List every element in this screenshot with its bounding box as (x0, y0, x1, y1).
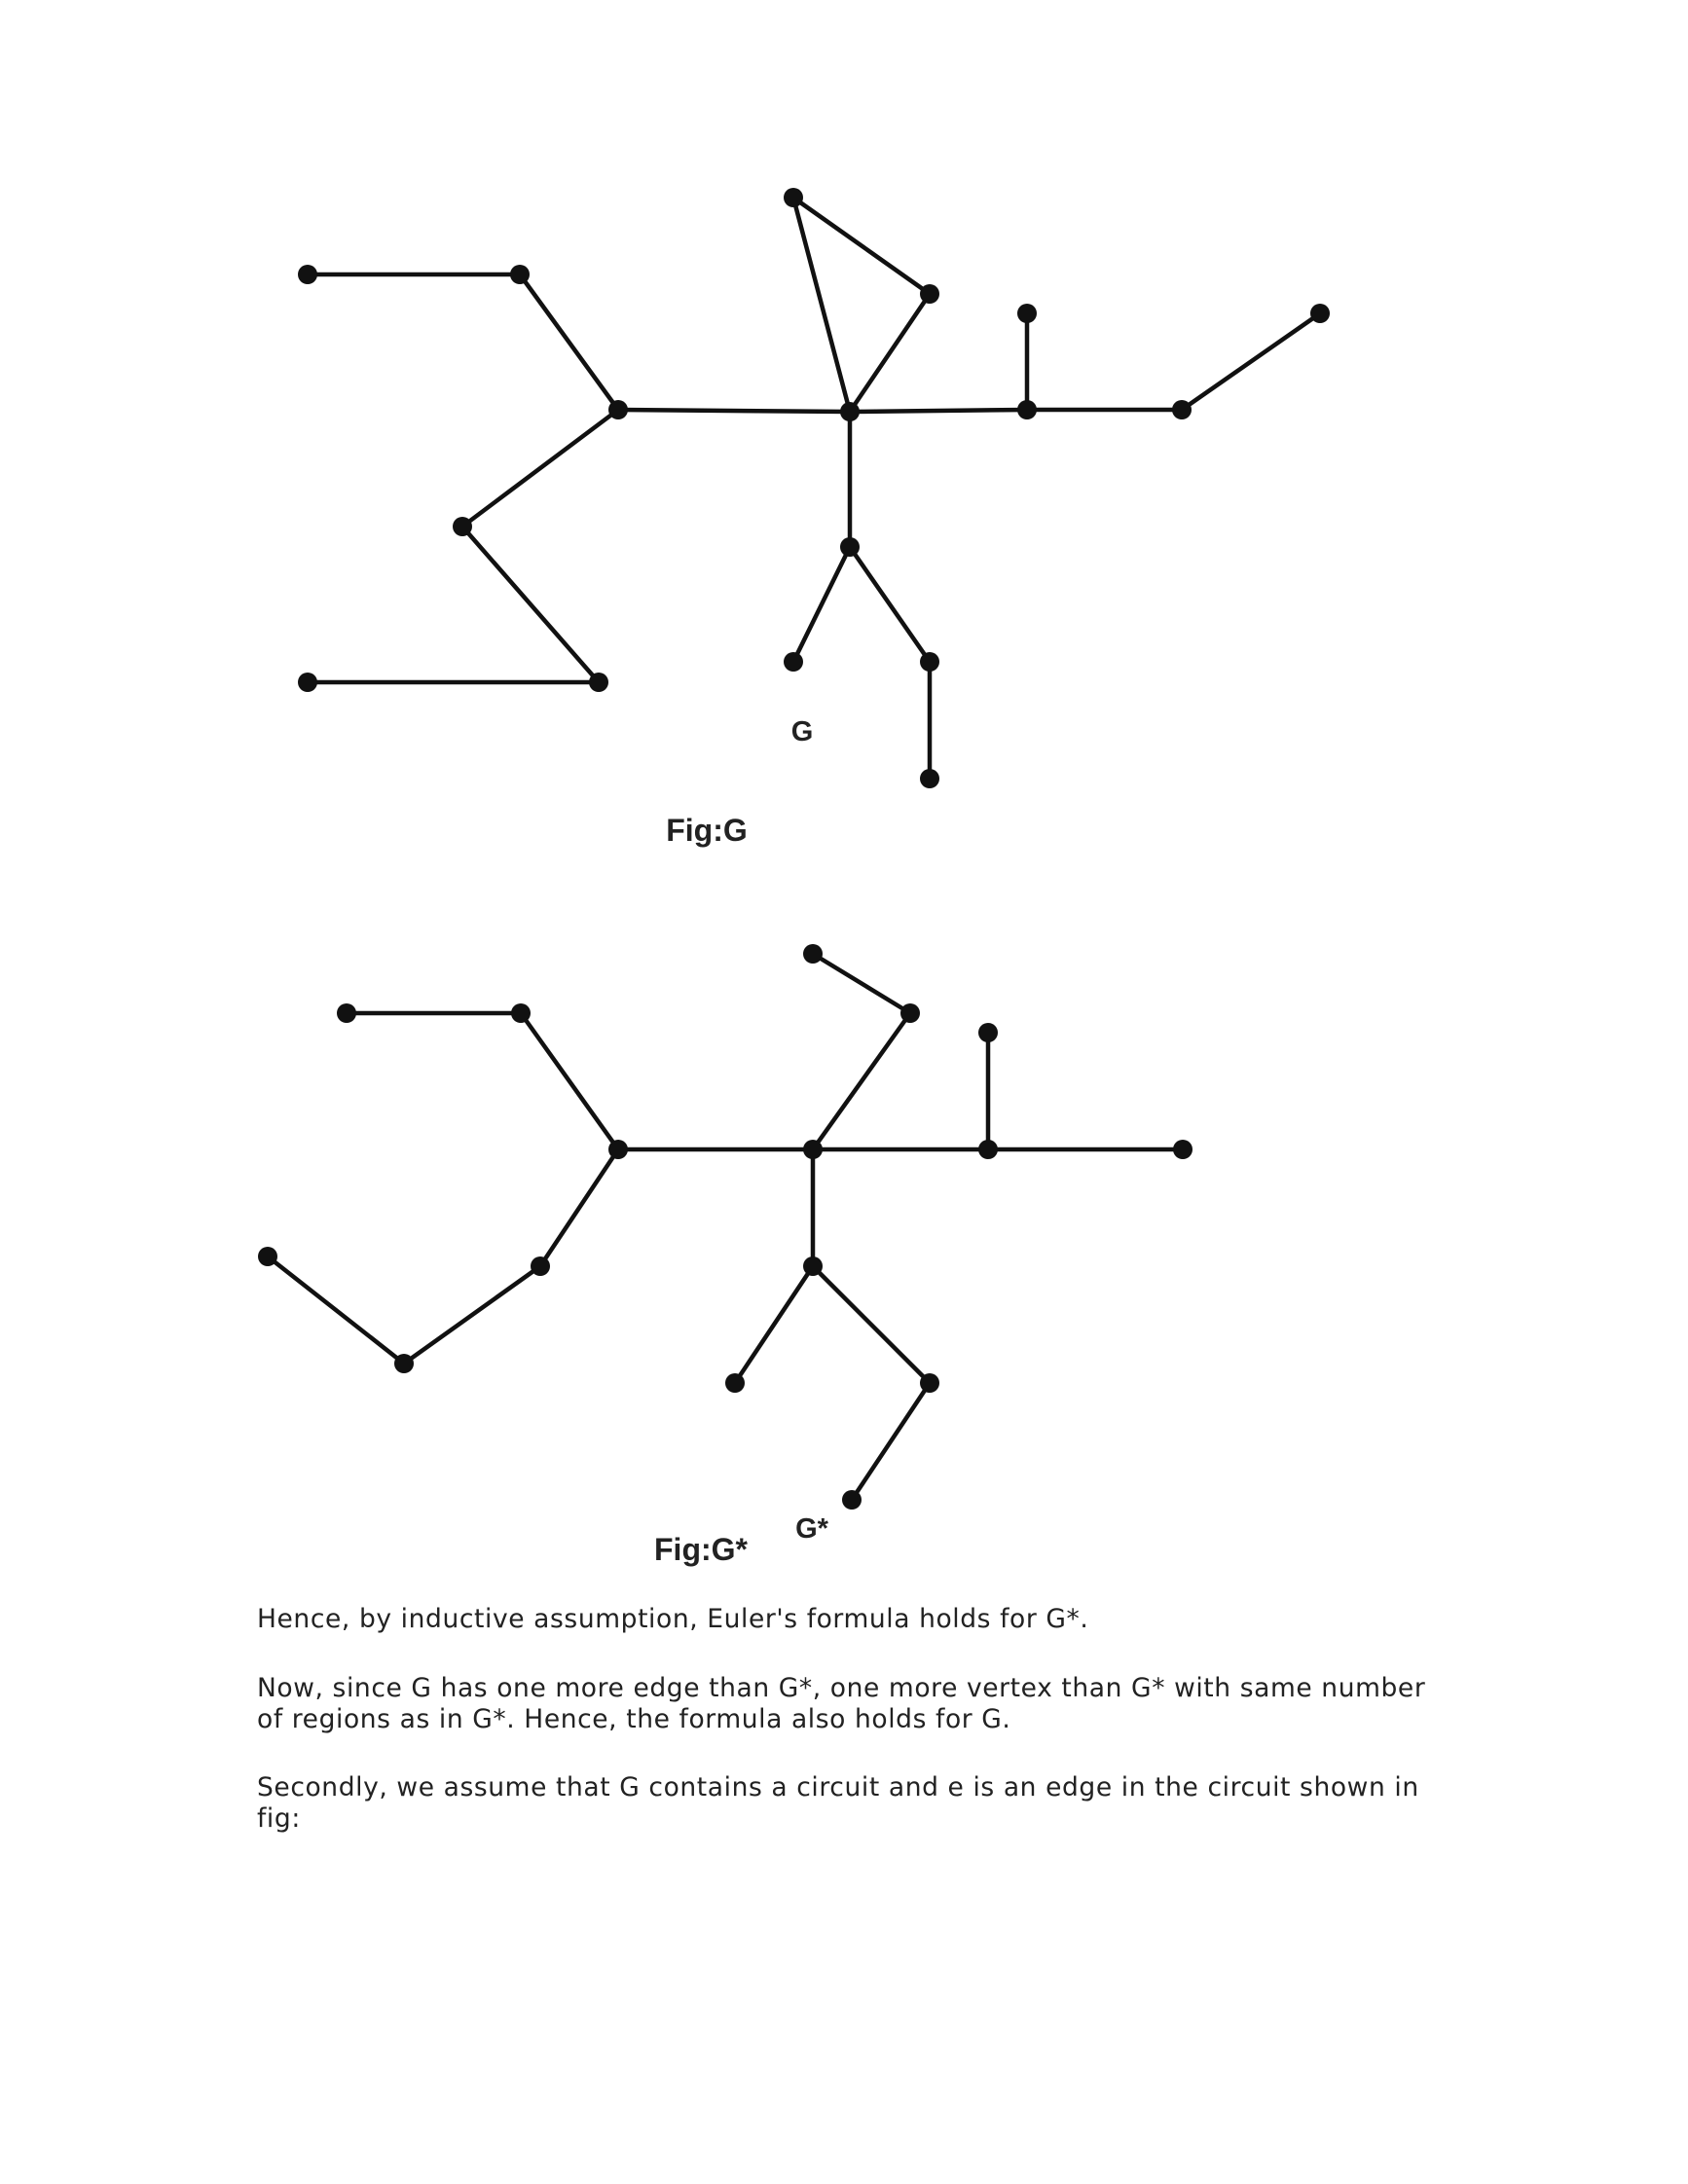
g-vertex-5 (920, 284, 939, 304)
paragraph-inductive-assumption: Hence, by inductive assumption, Euler's … (257, 1604, 1089, 1634)
g-edge-9 (1179, 310, 1323, 413)
gs-edge-14 (265, 1254, 407, 1366)
gs-vertex-11 (920, 1373, 939, 1393)
g-edge-3 (790, 195, 853, 415)
gs-vertex-5 (900, 1003, 920, 1023)
figures-canvas: G Fig:G G* Fig:G* (258, 188, 1330, 1567)
gs-edge-13 (401, 1263, 543, 1366)
gs-edge-3 (810, 1010, 913, 1152)
gs-vertex-15 (258, 1247, 277, 1266)
g-edge-14 (459, 407, 621, 529)
g-vertex-8 (1172, 400, 1192, 419)
g-vertex-0 (298, 265, 317, 284)
gs-vertex-8 (1173, 1140, 1193, 1159)
g-edge-1 (517, 272, 621, 413)
g-vertex-14 (453, 517, 472, 536)
graph-label-g-star: G* (795, 1513, 829, 1545)
g-vertex-9 (1310, 304, 1330, 323)
figure-caption-g: Fig:G (666, 813, 748, 848)
g-edge-6 (847, 407, 1030, 415)
gs-edge-9 (732, 1263, 816, 1386)
g-vertex-2 (608, 400, 628, 419)
gs-vertex-6 (978, 1023, 998, 1042)
paragraph-edge-vertex-count: Now, since G has one more edge than G*, … (257, 1673, 1426, 1734)
g-edge-11 (790, 544, 853, 665)
paragraph-circuit-case: Secondly, we assume that G contains a ci… (257, 1772, 1419, 1834)
gs-edge-11 (849, 1380, 933, 1503)
gs-vertex-4 (803, 944, 823, 964)
gs-vertex-14 (394, 1354, 414, 1373)
g-edge-5 (847, 291, 933, 415)
gs-vertex-7 (978, 1140, 998, 1159)
gs-edge-10 (810, 1263, 933, 1386)
gs-edge-4 (810, 951, 913, 1016)
figure-g: G Fig:G (298, 188, 1330, 848)
g-vertex-16 (298, 673, 317, 692)
figure-g-star: G* Fig:G* (258, 944, 1193, 1567)
g-vertex-6 (1017, 304, 1037, 323)
g-vertex-4 (784, 188, 803, 207)
gs-vertex-2 (608, 1140, 628, 1159)
gs-vertex-12 (842, 1490, 862, 1510)
gs-edge-12 (537, 1147, 621, 1269)
graph-label-g: G (791, 716, 814, 747)
g-edge-4 (790, 195, 933, 297)
g-vertex-11 (784, 652, 803, 672)
gs-vertex-0 (337, 1003, 356, 1023)
g-vertex-10 (840, 537, 860, 557)
g-vertex-13 (920, 769, 939, 788)
gs-vertex-13 (531, 1256, 550, 1276)
g-edge-2 (615, 407, 853, 415)
gs-vertex-9 (803, 1256, 823, 1276)
gs-vertex-10 (725, 1373, 745, 1393)
g-vertex-15 (589, 673, 608, 692)
gs-vertex-1 (511, 1003, 531, 1023)
g-vertex-1 (510, 265, 530, 284)
gs-edge-1 (518, 1010, 621, 1152)
g-vertex-7 (1017, 400, 1037, 419)
g-vertex-3 (840, 402, 860, 421)
g-edge-12 (847, 544, 933, 665)
figure-caption-g-star: Fig:G* (654, 1532, 749, 1567)
g-vertex-12 (920, 652, 939, 672)
gs-vertex-3 (803, 1140, 823, 1159)
g-edge-15 (459, 524, 602, 685)
